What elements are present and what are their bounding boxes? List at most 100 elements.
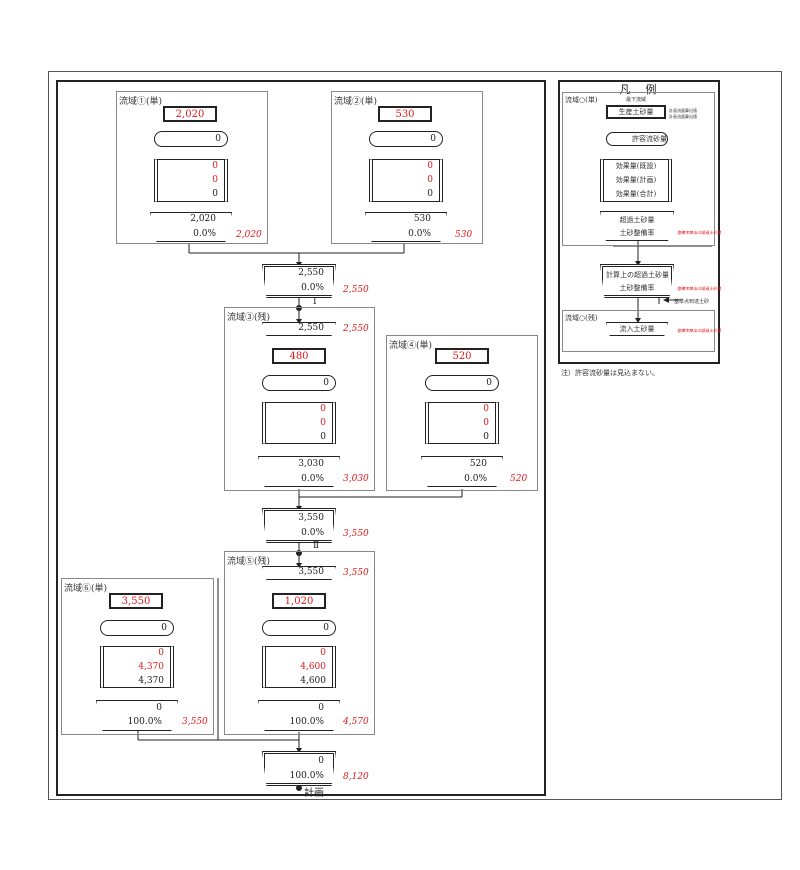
area-4-frame: [386, 335, 538, 491]
area-3-production: 480: [272, 348, 326, 364]
area-5-allowable: 0: [262, 620, 336, 636]
legend-small-note-1: 計画流量算出値: [669, 108, 697, 113]
legend-excess-box: [600, 211, 674, 241]
area-1-allowable: 0: [154, 131, 228, 147]
junction-1-rate: 0.0%: [301, 283, 324, 293]
area-4-rate: 0.0%: [464, 474, 487, 484]
area-4-label: 流域④(単): [389, 341, 433, 351]
legend-area-frame: [562, 92, 715, 246]
area-6-effect-table: [100, 646, 174, 688]
area-3-effect-plan: 0: [320, 418, 326, 428]
final-side-value: 8,120: [343, 772, 369, 782]
area-3-allowable: 0: [262, 375, 336, 391]
junction-2-rate: 0.0%: [301, 528, 324, 538]
area-5-inflow: 3,550: [298, 567, 324, 577]
area-2-frame: [331, 91, 483, 244]
legend-footnote: 注）許容流砂量は見込まない。: [561, 369, 659, 377]
area-2-production: 530: [378, 106, 432, 122]
area-6-allowable: 0: [100, 620, 174, 636]
area-2-effect-plan: 0: [427, 175, 433, 185]
final-label: 計画: [304, 788, 324, 799]
area-2-effect-total: 0: [427, 189, 433, 199]
junction-2-marker: Ⅱ: [313, 541, 320, 551]
area-3-effect-existing: 0: [320, 404, 326, 414]
area-5-inflow-side: 3,550: [343, 568, 369, 578]
legend-excess: 超過土砂量: [619, 216, 655, 224]
area-5-side-value: 4,570: [343, 717, 369, 727]
area-3-excess: 3,030: [298, 459, 324, 469]
area-5-effect-total: 4,600: [300, 676, 326, 686]
legend-area-frame-2: [562, 310, 715, 352]
area-5-effect-plan: 4,600: [300, 662, 326, 672]
area-4-effect-table: [425, 402, 499, 444]
outer-frame: [48, 71, 782, 800]
area-4-effect-total: 0: [483, 432, 489, 442]
area-4-effect-plan: 0: [483, 418, 489, 428]
junction-2-side-value: 3,550: [343, 529, 369, 539]
area-1-excess: 2,020: [190, 214, 216, 224]
area-3-effect-total: 0: [320, 432, 326, 442]
area-4-side-value: 520: [510, 474, 528, 484]
area-5-rate: 100.0%: [289, 717, 324, 727]
area-3-label: 流域③(残): [227, 313, 271, 323]
area-1-production: 2,020: [163, 106, 217, 122]
area-3-rate: 0.0%: [301, 474, 324, 484]
legend-combined-rate: 土砂整備率: [619, 284, 655, 292]
final-excess: 0: [318, 756, 324, 766]
area-2-label: 流域②(単): [334, 97, 378, 107]
area-1-effect-plan: 0: [212, 175, 218, 185]
area-1-side-value: 2,020: [236, 230, 262, 240]
area-6-excess: 0: [156, 703, 162, 713]
area-6-label: 流域⑥(単): [64, 584, 108, 594]
area-3-inflow: 2,550: [298, 323, 324, 333]
area-5-production: 1,020: [272, 593, 326, 609]
area-3-excess-box: [258, 456, 340, 487]
area-2-effect-table: [369, 159, 443, 202]
legend-small-note-2: 計画流量算出値: [669, 114, 697, 119]
legend-area-label: 流域○(単): [565, 96, 598, 104]
area-1-effect-existing: 0: [212, 161, 218, 171]
area-6-production: 3,550: [109, 593, 163, 609]
junction-2-excess: 3,550: [298, 513, 324, 523]
legend-effect-existing: 効果量(既設): [615, 162, 657, 170]
area-5-frame: [224, 551, 375, 735]
area-1-effect-table: [154, 159, 228, 202]
legend-combined-excess: 計算上の超過土砂量: [606, 271, 669, 279]
legend-effect-table: [600, 159, 672, 202]
area-3-frame: [224, 307, 375, 491]
area-6-frame: [61, 578, 214, 735]
legend-effect-plan: 効果量(計画): [615, 176, 657, 184]
area-6-effect-plan: 4,370: [138, 662, 164, 672]
legend-effect-total: 効果量(合計): [615, 190, 657, 198]
area-2-effect-existing: 0: [427, 161, 433, 171]
legend-area-label-2: 流域○(残): [565, 314, 598, 322]
legend-arrow-note-2: 基準点到達土砂: [674, 299, 710, 305]
area-1-effect-total: 0: [212, 189, 218, 199]
area-1-frame: [116, 91, 268, 244]
final-rate: 100.0%: [289, 771, 324, 781]
area-1-label: 流域①(単): [119, 97, 163, 107]
junction-2-box: [262, 508, 336, 543]
area-2-excess: 530: [413, 214, 431, 224]
legend-red-note-1: 整備率算出の超過土砂量: [677, 230, 721, 235]
legend-red-note-2: 整備率算出の超過土砂量: [677, 286, 721, 291]
area-3-inflow-side: 2,550: [343, 324, 369, 334]
area-3-effect-table: [262, 402, 336, 444]
area-6-effect-existing: 0: [158, 648, 164, 658]
main-panel: [56, 80, 546, 796]
area-3-side-value: 3,030: [343, 474, 369, 484]
legend-production-box: 生産土砂量: [606, 105, 666, 119]
area-4-effect-existing: 0: [483, 404, 489, 414]
area-2-side-value: 530: [455, 230, 473, 240]
area-5-excess: 0: [318, 703, 324, 713]
area-4-allowable: 0: [425, 375, 499, 391]
area-2-rate: 0.0%: [408, 229, 431, 239]
area-1-rate: 0.0%: [193, 229, 216, 239]
area-4-excess: 520: [469, 459, 487, 469]
legend-inflow: 流入土砂量: [619, 325, 655, 333]
area-6-side-value: 3,550: [182, 717, 208, 727]
area-2-allowable: 0: [369, 131, 443, 147]
legend-allowable-pill: 許容流砂量: [606, 132, 668, 146]
area-4-production: 520: [435, 348, 489, 364]
